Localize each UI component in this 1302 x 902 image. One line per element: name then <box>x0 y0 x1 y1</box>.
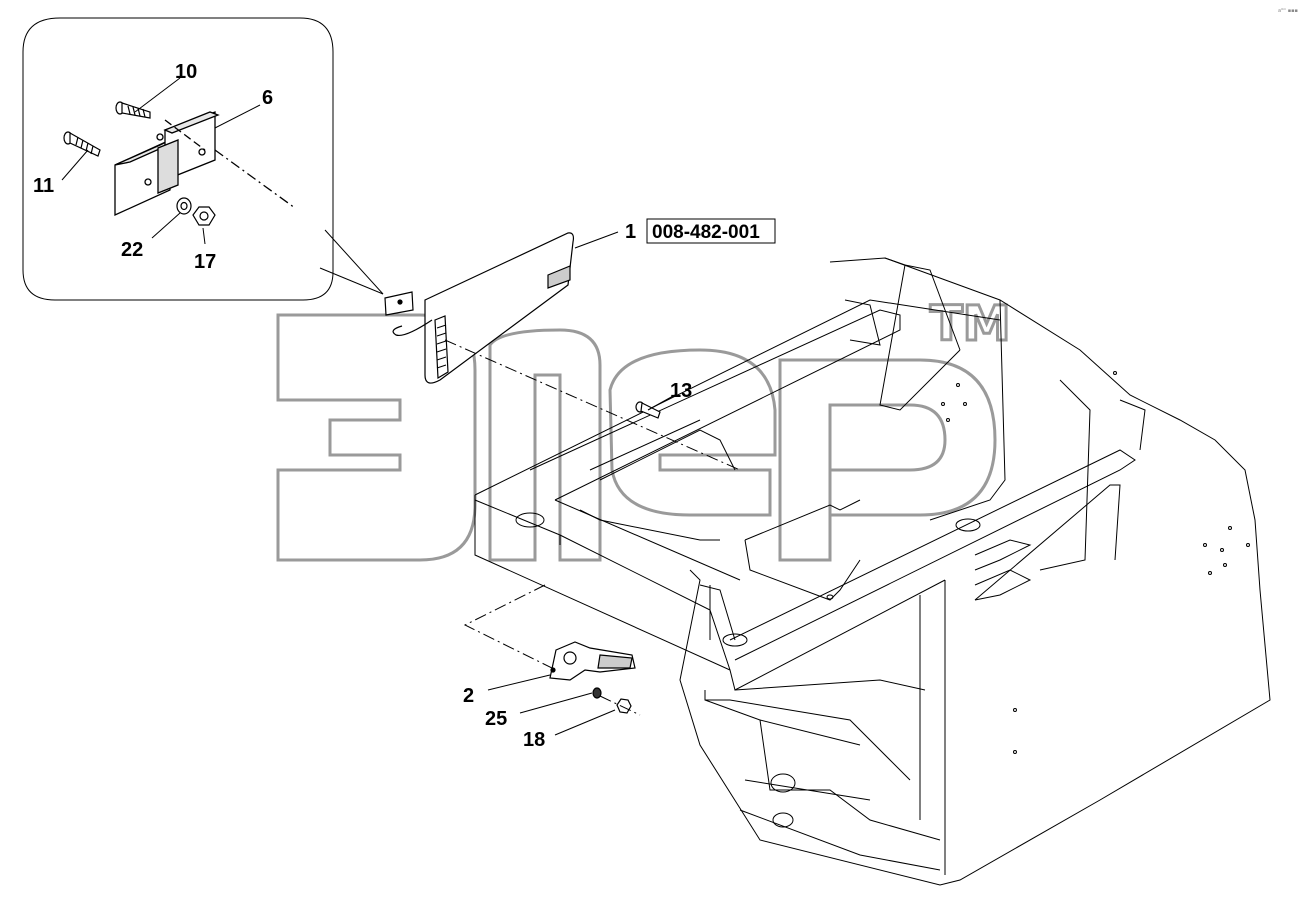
callout-17: 17 <box>194 251 216 273</box>
callout-1: 1 <box>625 221 636 243</box>
cover-plate <box>424 232 575 384</box>
washer-22 <box>176 197 192 215</box>
centerlines-lower <box>463 584 641 716</box>
nut-17 <box>192 206 216 226</box>
trademark-symbol: TM <box>930 296 1011 352</box>
machine-frame <box>474 257 1271 886</box>
bolt-11 <box>63 131 101 157</box>
leader-1 <box>574 231 619 249</box>
hinge-part <box>114 111 296 217</box>
wire-loop <box>392 319 433 337</box>
nut-25 <box>592 687 602 699</box>
bolt-13 <box>635 394 676 419</box>
nut-18 <box>616 698 632 714</box>
callout-18: 18 <box>523 729 545 751</box>
callout-11: 11 <box>33 175 54 197</box>
callout-10: 10 <box>175 61 197 83</box>
callout-25: 25 <box>485 708 507 730</box>
detail-inset <box>22 17 384 301</box>
latch-bracket <box>549 641 636 681</box>
callout-6: 6 <box>262 87 273 109</box>
leader-lines-inset <box>61 77 261 245</box>
part-number-box <box>646 218 776 244</box>
watermark-logo <box>276 313 997 562</box>
bolt-10 <box>115 101 151 119</box>
frame-holes <box>515 371 1250 828</box>
part-number: 008-482-001 <box>652 222 760 243</box>
callout-22: 22 <box>121 239 143 261</box>
callout-2: 2 <box>463 685 474 707</box>
hinge-small <box>384 291 414 316</box>
centerline-1 <box>444 339 741 471</box>
corner-tag: a⁰ᵐ ▪▪▪ <box>1278 8 1298 14</box>
leader-lines-lower <box>487 674 616 736</box>
callout-13: 13 <box>670 380 692 402</box>
